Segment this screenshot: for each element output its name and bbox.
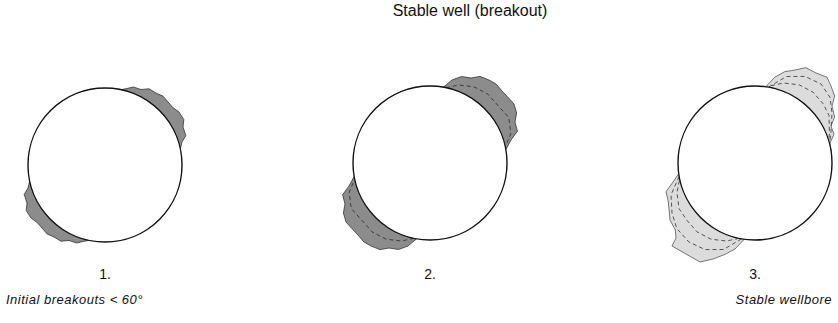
stage-number: 2. [424,266,436,282]
stage-number: 1. [99,266,111,282]
breakout-stage-3 [666,68,835,262]
breakout-stage-2 [343,76,518,249]
stage-caption: Initial breakouts < 60° [6,292,143,307]
breakout-stage-1 [24,87,186,243]
stage-caption: Stable wellbore [736,292,832,307]
diagram-title: Stable well (breakout) [393,2,548,20]
stage-number: 3. [749,266,761,282]
